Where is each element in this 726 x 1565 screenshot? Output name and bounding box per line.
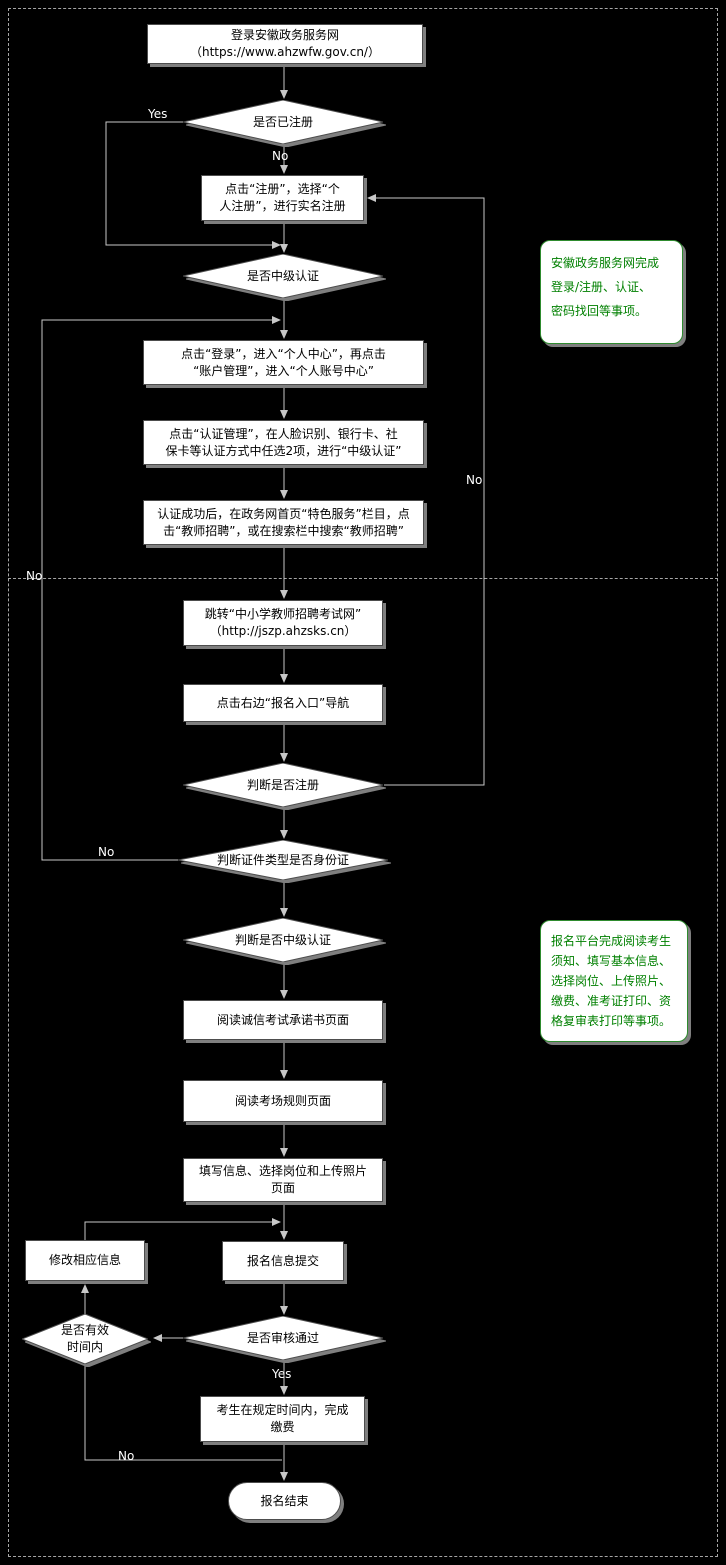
node-login-gov-site-label: 登录安徽政务服务网 （https://www.ahzwfw.gov.cn/） xyxy=(190,28,380,59)
lane-divider xyxy=(8,578,718,579)
node-auth-management: 点击“认证管理”，在人脸识别、银行卡、社 保卡等认证方式中任选2项，进行“中级认… xyxy=(143,420,424,465)
node-modify-info: 修改相应信息 xyxy=(25,1240,145,1281)
edge-label-no-valid-time: No xyxy=(118,1449,135,1463)
diamond-shape-icon xyxy=(183,254,383,298)
diamond-shape-icon xyxy=(183,100,383,144)
decision-check-id-type: 判断证件类型是否身份证 xyxy=(178,840,388,880)
node-fill-info-label: 填写信息、选择岗位和上传照片 页面 xyxy=(198,1164,367,1195)
node-login-gov-site: 登录安徽政务服务网 （https://www.ahzwfw.gov.cn/） xyxy=(147,24,423,64)
node-end-label: 报名结束 xyxy=(260,1493,309,1508)
flowchart-outer-border xyxy=(8,8,718,1557)
node-entry-nav-label: 点击右边“报名入口”导航 xyxy=(216,695,350,710)
node-login-personal-center-label: 点击“登录”，进入“个人中心”，再点击 “账户管理”，进入“个人账号中心” xyxy=(181,346,386,378)
edge-label-no-registered: No xyxy=(272,149,289,163)
node-end-terminator: 报名结束 xyxy=(228,1482,341,1520)
decision-is-registered: 是否已注册 xyxy=(183,100,383,144)
edge-checkreg-no xyxy=(367,194,485,786)
node-auth-management-label: 点击“认证管理”，在人脸识别、银行卡、社 保卡等认证方式中任选2项，进行“中级认… xyxy=(165,426,402,458)
node-submit-info: 报名信息提交 xyxy=(222,1241,344,1281)
node-auth-success: 认证成功后，在政务网首页“特色服务”栏目，点 击“教师招聘”，或在搜索栏中搜索“… xyxy=(143,500,424,545)
node-pay-fee: 考生在规定时间内，完成 缴费 xyxy=(200,1396,365,1442)
node-jump-exam-site: 跳转“中小学教师招聘考试网” （http://jszp.ahzsks.cn） xyxy=(183,600,383,646)
node-register-label: 点击“注册”，选择“个 人注册”，进行实名注册 xyxy=(219,182,346,213)
decision-is-registered-label: 是否已注册 xyxy=(252,114,313,129)
edge-label-yes-registered: Yes xyxy=(148,107,168,121)
diamond-shape-icon xyxy=(183,918,383,962)
node-submit-info-label: 报名信息提交 xyxy=(246,1253,319,1268)
annotation-gov-service-note: 安徽政务服务网完成 登录/注册、认证、 密码找回等事项。 xyxy=(540,240,683,344)
decision-is-mid-auth-label: 是否中级认证 xyxy=(246,268,319,283)
decision-valid-time: 是否有效 时间内 xyxy=(22,1314,148,1364)
edge-label-yes-review: Yes xyxy=(272,1367,292,1381)
decision-check-registered: 判断是否注册 xyxy=(183,763,383,807)
node-read-promise: 阅读诚信考试承诺书页面 xyxy=(183,1000,383,1040)
decision-check-registered-label: 判断是否注册 xyxy=(246,777,319,792)
node-read-rules-label: 阅读考场规则页面 xyxy=(234,1093,331,1108)
edge-label-no-check-registered: No xyxy=(466,473,483,487)
decision-check-mid-auth: 判断是否中级认证 xyxy=(183,918,383,962)
annotation-platform-note: 报名平台完成阅读考生 须知、填写基本信息、 选择岗位、上传照片、 缴费、准考证打… xyxy=(540,920,688,1042)
edge-modify-to-spine xyxy=(84,1218,281,1240)
diamond-shape-icon xyxy=(183,763,383,807)
node-read-rules: 阅读考场规则页面 xyxy=(183,1080,383,1122)
decision-review-pass-label: 是否审核通过 xyxy=(246,1330,319,1345)
diamond-shape-icon xyxy=(183,1316,383,1360)
decision-review-pass: 是否审核通过 xyxy=(183,1316,383,1360)
node-modify-info-label: 修改相应信息 xyxy=(48,1253,121,1267)
node-register: 点击“注册”，选择“个 人注册”，进行实名注册 xyxy=(201,175,364,221)
node-jump-exam-site-label: 跳转“中小学教师招聘考试网” （http://jszp.ahzsks.cn） xyxy=(204,607,362,638)
node-entry-nav: 点击右边“报名入口”导航 xyxy=(183,684,383,722)
diamond-shape-icon xyxy=(22,1314,148,1364)
decision-check-mid-auth-label: 判断是否中级认证 xyxy=(234,932,331,947)
edge-validtime-no xyxy=(84,1364,282,1461)
edge-registered-yes xyxy=(105,121,281,249)
node-pay-fee-label: 考生在规定时间内，完成 缴费 xyxy=(216,1403,349,1434)
node-login-personal-center: 点击“登录”，进入“个人中心”，再点击 “账户管理”，进入“个人账号中心” xyxy=(143,340,424,385)
edge-checkid-no xyxy=(41,316,281,861)
edge-label-no-check-id-2: No xyxy=(26,569,43,583)
decision-valid-time-label: 是否有效 时间内 xyxy=(60,1323,109,1354)
node-auth-success-label: 认证成功后，在政务网首页“特色服务”栏目，点 击“教师招聘”，或在搜索栏中搜索“… xyxy=(157,506,410,538)
node-fill-info: 填写信息、选择岗位和上传照片 页面 xyxy=(183,1158,383,1202)
diamond-shape-icon xyxy=(178,840,388,880)
decision-is-mid-auth: 是否中级认证 xyxy=(183,254,383,298)
decision-check-id-type-label: 判断证件类型是否身份证 xyxy=(216,852,349,867)
edge-label-no-check-id: No xyxy=(98,845,115,859)
node-read-promise-label: 阅读诚信考试承诺书页面 xyxy=(216,1012,349,1027)
